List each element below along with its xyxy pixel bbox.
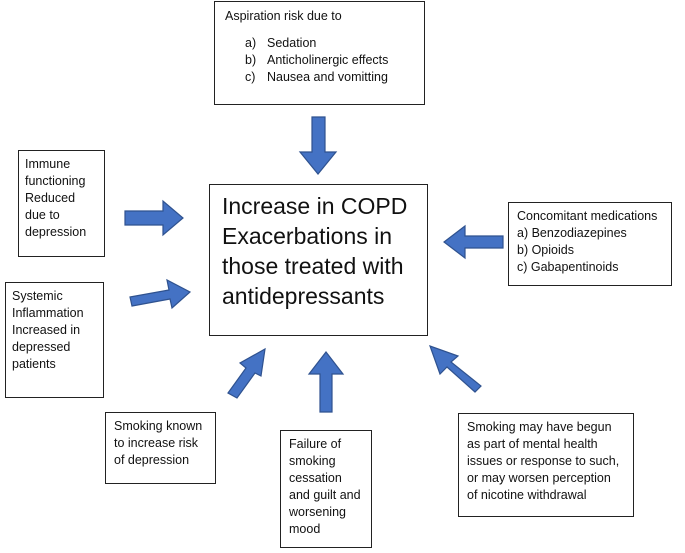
smoking-mental-health-box: Smoking may have begun as part of mental…	[458, 413, 634, 517]
failure-line: mood	[289, 522, 321, 536]
systemic-inflammation-box: Systemic Inflammation Increased in depre…	[5, 282, 104, 398]
aspiration-risk-box: Aspiration risk due to a)Sedation b)Anti…	[214, 1, 425, 105]
systemic-line: Increased in	[12, 323, 81, 337]
concomitant-line: Concomitant medications	[517, 209, 658, 223]
immune-line: due to	[25, 208, 60, 222]
smoking-risk-line: of depression	[114, 453, 190, 467]
center-title-line: those treated with	[222, 253, 404, 279]
center-title-line: antidepressants	[222, 283, 385, 309]
failure-line: worsening	[289, 505, 346, 519]
immune-line: Reduced	[25, 191, 76, 205]
aspiration-risk-item: b)Anticholinergic effects	[245, 53, 389, 67]
arrow-left-icon	[443, 224, 504, 260]
arrow-right-icon	[124, 199, 184, 237]
aspiration-risk-item: a)Sedation	[245, 36, 317, 50]
arrow-down-icon	[298, 116, 338, 175]
smoking-depression-box: Smoking known to increase risk of depres…	[105, 412, 216, 484]
smoking-begun-line: of nicotine withdrawal	[467, 488, 587, 502]
aspiration-risk-item: c)Nausea and vomitting	[245, 70, 388, 84]
failure-line: smoking	[289, 454, 336, 468]
smoking-cessation-failure-box: Failure of smoking cessation and guilt a…	[280, 430, 372, 548]
arrow-right-icon	[129, 278, 192, 310]
arrow-up-icon	[307, 351, 345, 413]
failure-line: Failure of	[289, 437, 342, 451]
smoking-begun-line: issues or response to such,	[467, 454, 620, 468]
smoking-begun-line: Smoking may have begun	[467, 420, 612, 434]
failure-line: cessation	[289, 471, 342, 485]
smoking-begun-line: as part of mental health	[467, 437, 598, 451]
systemic-line: patients	[12, 357, 56, 371]
systemic-line: Inflammation	[12, 306, 84, 320]
immune-functioning-box: Immune functioning Reduced due to depres…	[18, 150, 105, 257]
smoking-risk-line: to increase risk	[114, 436, 199, 450]
smoking-risk-line: Smoking known	[114, 419, 203, 433]
immune-line: functioning	[25, 174, 86, 188]
center-title-line: Exacerbations in	[222, 223, 393, 249]
smoking-begun-line: or may worsen perception	[467, 471, 611, 485]
systemic-line: depressed	[12, 340, 71, 354]
concomitant-line: b) Opioids	[517, 243, 574, 257]
arrow-up-right-icon	[227, 347, 266, 399]
aspiration-risk-list: a)Sedation b)Anticholinergic effects c)N…	[225, 35, 424, 86]
failure-line: and guilt and	[289, 488, 361, 502]
immune-line: depression	[25, 225, 87, 239]
central-box: Increase in COPD Exacerbations in those …	[209, 184, 428, 336]
aspiration-risk-title: Aspiration risk due to	[225, 9, 342, 23]
center-title-line: Increase in COPD	[222, 193, 408, 219]
immune-line: Immune	[25, 157, 71, 171]
systemic-line: Systemic	[12, 289, 63, 303]
concomitant-line: a) Benzodiazepines	[517, 226, 627, 240]
arrow-up-left-icon	[429, 345, 482, 393]
concomitant-line: c) Gabapentinoids	[517, 260, 619, 274]
concomitant-medications-box: Concomitant medications a) Benzodiazepin…	[508, 202, 672, 286]
